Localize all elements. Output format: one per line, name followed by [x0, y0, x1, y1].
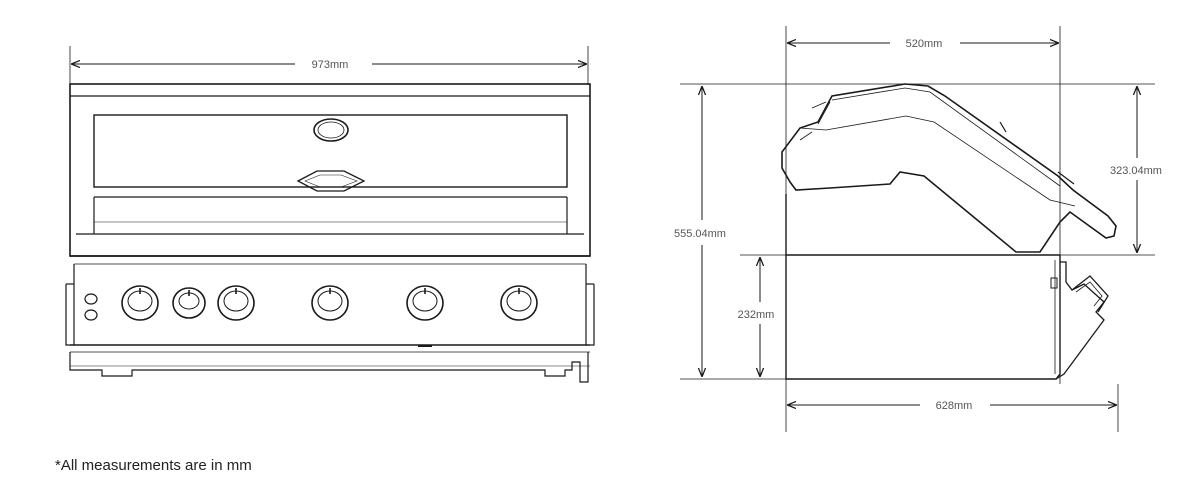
side-view: [680, 26, 1155, 432]
control-knob-icon: [217, 285, 255, 321]
dim-front-width: 973mm: [312, 59, 349, 71]
dim-hood-height: 323.04mm: [1110, 165, 1162, 177]
control-knob-icon: [500, 285, 538, 321]
control-knob-icon: [172, 287, 206, 319]
front-view: [65, 46, 595, 383]
dim-side-depth-bottom: 628mm: [936, 400, 973, 412]
control-knob-icon: [121, 285, 159, 321]
control-knobs: [121, 285, 538, 321]
dim-side-depth-top: 520mm: [906, 38, 943, 50]
measurement-footnote: *All measurements are in mm: [55, 457, 252, 474]
dim-total-height: 555.04mm: [674, 228, 726, 240]
control-knob-icon: [311, 285, 349, 321]
control-knob-icon: [406, 285, 444, 321]
dim-base-height: 232mm: [738, 309, 775, 321]
